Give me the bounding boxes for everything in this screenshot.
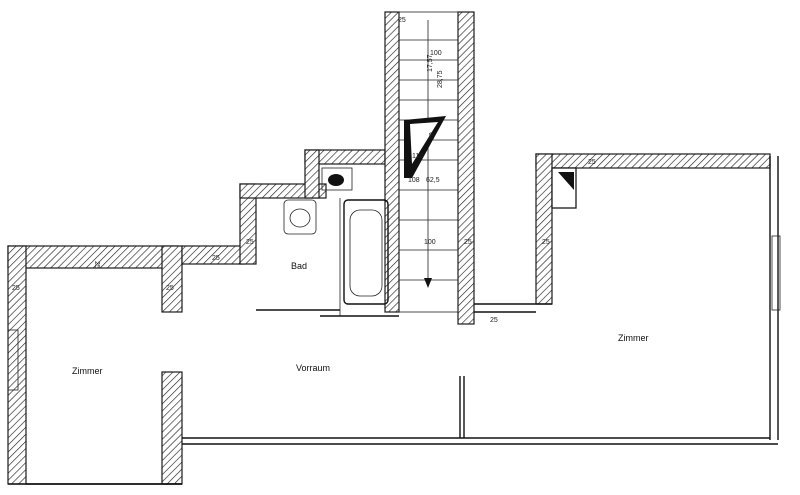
wall-wc-left: [304, 149, 320, 199]
chimney-fill: [558, 172, 574, 190]
dim-label: 108: [408, 177, 420, 184]
dim-label: 25: [464, 239, 472, 246]
dim-label: 25: [246, 239, 254, 246]
wall-stair-right: [457, 11, 475, 325]
dim-label: 25: [166, 285, 174, 292]
room-label-vorraum: Vorraum: [296, 363, 331, 373]
dim-label: 25: [12, 285, 20, 292]
dim-label: 25: [93, 261, 100, 269]
dim-label: 100: [430, 50, 442, 57]
washbasin: [283, 199, 317, 235]
dim-label: 28,75: [437, 70, 444, 88]
wall-top-left: [7, 245, 179, 269]
dim-label: 17,57: [427, 54, 434, 72]
staircase: [398, 11, 459, 313]
window-right: [771, 235, 781, 311]
room-label-bad: Bad: [291, 261, 308, 271]
wall-partition-left-upper: [161, 245, 183, 313]
dim-label: 25: [212, 255, 220, 262]
dim-label: 25: [490, 317, 498, 324]
wall-outer-left: [7, 245, 27, 485]
dim-label: 100: [424, 239, 436, 246]
dim-label: 70: [429, 132, 436, 140]
wall-stair-left: [384, 11, 400, 313]
room-label-zimmer-left: Zimmer: [72, 366, 103, 376]
dim-label: 25: [398, 17, 406, 24]
window-left: [7, 329, 19, 391]
dim-label: 62,5: [426, 177, 440, 184]
room-label-zimmer-right: Zimmer: [618, 333, 649, 343]
dim-label: 25: [588, 159, 596, 166]
wall-top-right: [535, 153, 771, 169]
bathtub: [343, 199, 389, 305]
wall-right-room-left: [535, 153, 553, 305]
dim-label: 25: [542, 239, 550, 246]
toilet: [321, 167, 353, 191]
dim-label: 110: [412, 153, 423, 160]
wall-partition-left-lower: [161, 371, 183, 485]
